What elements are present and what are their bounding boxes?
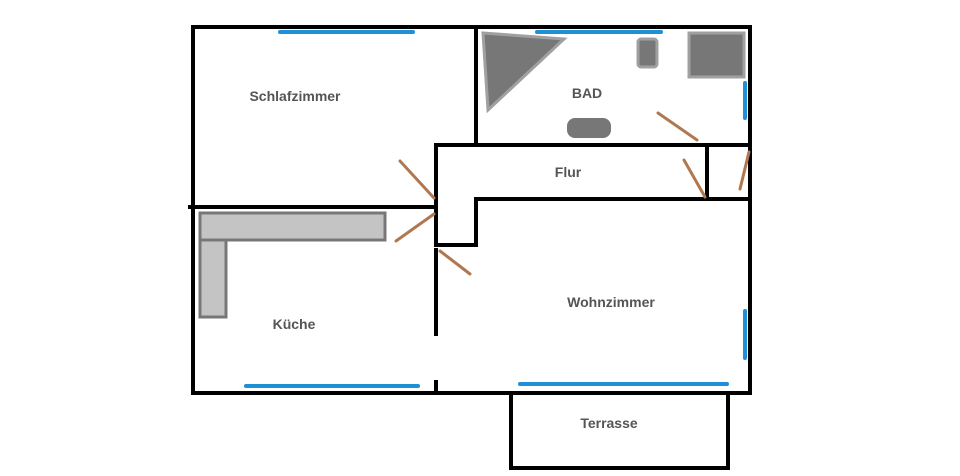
door-hall-a	[682, 158, 707, 199]
toilet	[567, 118, 611, 138]
walls	[188, 25, 752, 470]
door-living	[438, 249, 472, 276]
outer-wall	[191, 25, 752, 395]
kitchen-counter	[198, 211, 387, 319]
shower-tray	[687, 31, 746, 79]
room-label-bedroom: Schlafzimmer	[249, 88, 341, 104]
sink	[636, 37, 659, 69]
door-kitchen	[394, 212, 436, 243]
room-label-living-room: Wohnzimmer	[567, 294, 655, 310]
room-labels: Schlafzimmer BAD Flur Küche Wohnzimmer T…	[249, 85, 655, 431]
doors	[394, 111, 751, 276]
windows	[244, 30, 747, 388]
room-label-bathroom: BAD	[572, 85, 602, 101]
door-bedroom	[398, 159, 436, 200]
door-bathroom	[656, 111, 699, 142]
terrace-outline	[509, 391, 730, 470]
corner-bathtub	[481, 31, 568, 114]
counter-side	[198, 238, 228, 319]
door-hall-b	[738, 150, 751, 191]
bathroom-fixtures	[481, 31, 746, 138]
room-label-hallway: Flur	[555, 164, 582, 180]
counter-top	[198, 211, 387, 242]
room-label-terrace: Terrasse	[580, 415, 638, 431]
room-label-kitchen: Küche	[273, 316, 316, 332]
